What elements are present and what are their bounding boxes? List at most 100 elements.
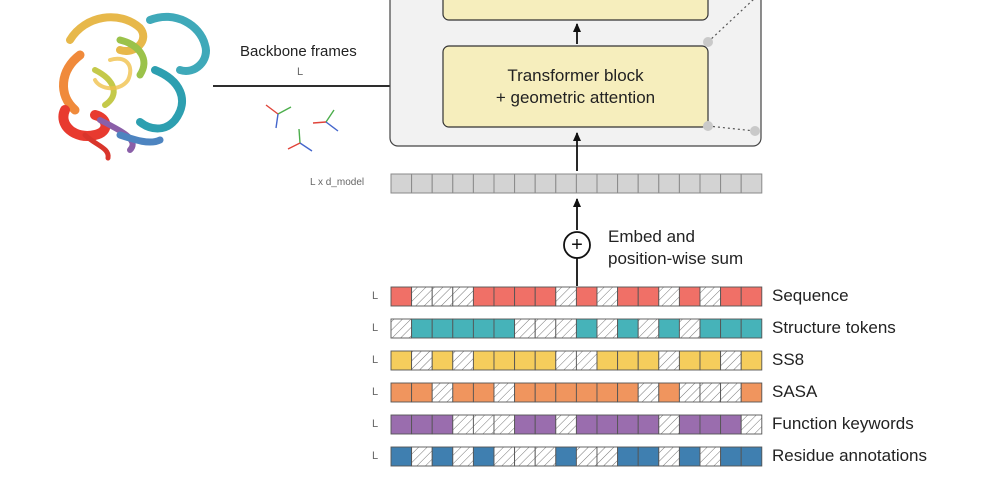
transformer-block [442, 45, 709, 128]
track-token-masked [411, 446, 433, 467]
track-token [678, 350, 701, 371]
transformer-block-line2: + geometric attention [495, 87, 656, 107]
track-token-masked [658, 446, 680, 467]
track-dim: L [372, 386, 379, 398]
track-token-masked [555, 414, 577, 435]
track-token [411, 414, 433, 435]
track-token [658, 318, 680, 339]
track-token-masked [534, 318, 557, 339]
track-token-masked [699, 286, 722, 307]
track-token-masked [431, 382, 454, 403]
sum-symbol: + [571, 234, 583, 256]
track-token [534, 382, 557, 403]
track-name: Function keywords [772, 414, 914, 433]
model-sequence-cell [678, 173, 701, 194]
track-token-masked [514, 318, 536, 339]
track-token [699, 318, 722, 339]
track-token-masked [678, 382, 701, 403]
track-token [617, 414, 639, 435]
track-token [390, 414, 413, 435]
track-token [575, 286, 598, 307]
track-token-masked [596, 446, 619, 467]
track-token [411, 318, 433, 339]
track-token [472, 318, 495, 339]
track-token [472, 286, 495, 307]
track-token-masked [699, 382, 722, 403]
backbone-frames-dim: L [297, 66, 304, 78]
geometric-attention-connectors [703, 0, 760, 136]
track-token [493, 350, 516, 371]
track-token-masked [514, 446, 536, 467]
track-dim: L [372, 450, 379, 462]
model-sequence-cell [596, 173, 619, 194]
track-token [720, 318, 742, 339]
track-name: SASA [772, 382, 818, 401]
model-sequence-cell [617, 173, 639, 194]
model-sequence-cell [390, 173, 413, 194]
track-token [390, 350, 413, 371]
track-token-masked [493, 446, 516, 467]
track-token [740, 382, 763, 403]
track-token [514, 414, 536, 435]
track-token-masked [555, 286, 577, 307]
track-token [637, 446, 660, 467]
track-token-masked [390, 318, 413, 339]
track-token [617, 446, 639, 467]
track-dim: L [372, 418, 379, 430]
track-token-masked [452, 286, 474, 307]
track-token [555, 446, 577, 467]
track-token [493, 286, 516, 307]
track-dim: L [372, 322, 379, 334]
track-name: Sequence [772, 286, 849, 305]
track-token [534, 286, 557, 307]
track-token [472, 350, 495, 371]
track-token [534, 414, 557, 435]
track-token [637, 414, 660, 435]
track-token [431, 414, 454, 435]
track-token-masked [637, 318, 660, 339]
transformer-block-line1: Transformer block [507, 65, 644, 85]
track-token [514, 382, 536, 403]
model-sequence-cell [555, 173, 577, 194]
track-name: SS8 [772, 350, 805, 369]
track-token-masked [555, 318, 577, 339]
track-token [575, 318, 598, 339]
track-name: Residue annotations [772, 446, 928, 465]
track-token-masked [493, 382, 516, 403]
track-token [617, 286, 639, 307]
track-token [555, 382, 577, 403]
track-token [596, 382, 619, 403]
track-token-masked [658, 414, 680, 435]
track-dim: L [372, 290, 379, 302]
track-token-masked [699, 446, 722, 467]
track-token [740, 446, 763, 467]
track-token-masked [555, 350, 577, 371]
model-sequence-cell [740, 173, 763, 194]
track-token [575, 414, 598, 435]
model-sequence-cell [514, 173, 536, 194]
input-tracks [390, 286, 763, 467]
track-token-masked [658, 286, 680, 307]
track-token [411, 382, 433, 403]
track-token-masked [534, 446, 557, 467]
model-sequence-cell [493, 173, 516, 194]
model-sequence-cell [534, 173, 557, 194]
track-token [678, 446, 701, 467]
embed-label: Embed and position-wise sum [608, 226, 743, 270]
track-token [452, 382, 474, 403]
model-sequence-cell [575, 173, 598, 194]
backbone-frames-label: Backbone frames [240, 43, 357, 60]
track-token [740, 318, 763, 339]
protein-structure-illustration [58, 12, 210, 161]
track-token-masked [411, 350, 433, 371]
track-token [678, 286, 701, 307]
track-token-masked [720, 350, 742, 371]
track-token [390, 286, 413, 307]
track-token-masked [658, 350, 680, 371]
track-token [740, 286, 763, 307]
model-sequence-cell [637, 173, 660, 194]
track-token-masked [452, 446, 474, 467]
track-token [720, 446, 742, 467]
model-sequence-cell [472, 173, 495, 194]
